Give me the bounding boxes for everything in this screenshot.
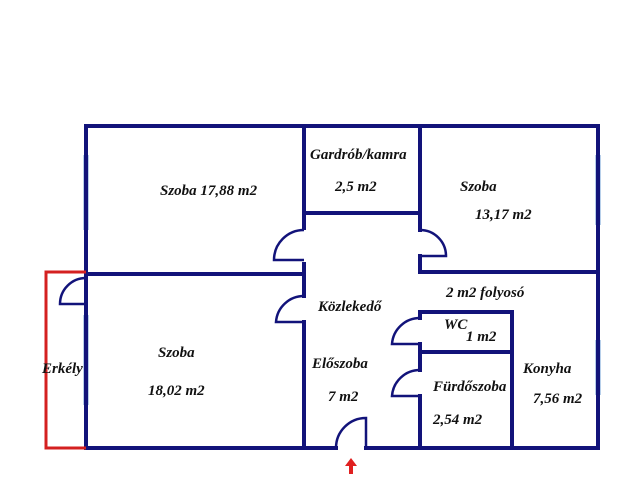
door-swing-icon <box>272 228 305 262</box>
balcony-outline <box>44 270 86 450</box>
pantry-area: 2,5 m2 <box>335 179 377 195</box>
bathroom-area: 2,54 m2 <box>433 412 483 428</box>
room-bottom-left-area: 18,02 m2 <box>148 383 205 399</box>
hallway-name: Közlekedő <box>318 299 382 315</box>
door-swing-icon <box>334 416 368 449</box>
up-arrow-icon <box>345 458 357 474</box>
balcony-name: Erkély <box>42 361 83 377</box>
kitchen-name: Konyha <box>523 361 572 377</box>
entrance-arrow-shape <box>345 458 357 474</box>
door-swing-icon <box>390 368 421 398</box>
room-top-left-name: Szoba 17,88 m2 <box>160 183 258 199</box>
door-swing-icon <box>419 228 448 258</box>
room-bottom-left-name: Szoba <box>158 345 195 361</box>
kitchen-area: 7,56 m2 <box>533 391 583 407</box>
wc-area: 1 m2 <box>466 329 497 345</box>
entry-hall-area: 7 m2 <box>328 389 359 405</box>
door-swing-icon <box>390 316 421 346</box>
wc-name: WC <box>444 317 468 333</box>
door-swing-icon <box>58 276 87 306</box>
walls <box>84 124 600 450</box>
door-swing-icon <box>274 294 305 324</box>
pantry-name: Gardrób/kamra <box>310 147 407 163</box>
doors <box>58 228 448 449</box>
corridor-name: 2 m2 folyosó <box>446 285 525 301</box>
balcony-wall <box>44 270 86 450</box>
room-top-right-name: Szoba <box>460 179 497 195</box>
entry-hall-name: Előszoba <box>312 356 368 372</box>
room-top-right-area: 13,17 m2 <box>475 207 532 223</box>
bathroom-name: Fürdőszoba <box>433 379 507 395</box>
